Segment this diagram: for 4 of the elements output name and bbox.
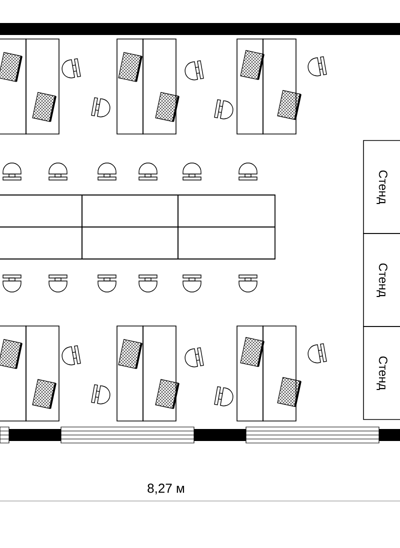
stand-box: Стенд bbox=[363, 326, 400, 420]
stand-box: Стенд bbox=[363, 233, 400, 327]
stand-box: Стенд bbox=[363, 140, 400, 234]
dimension-label: 8,27 м bbox=[148, 484, 184, 494]
